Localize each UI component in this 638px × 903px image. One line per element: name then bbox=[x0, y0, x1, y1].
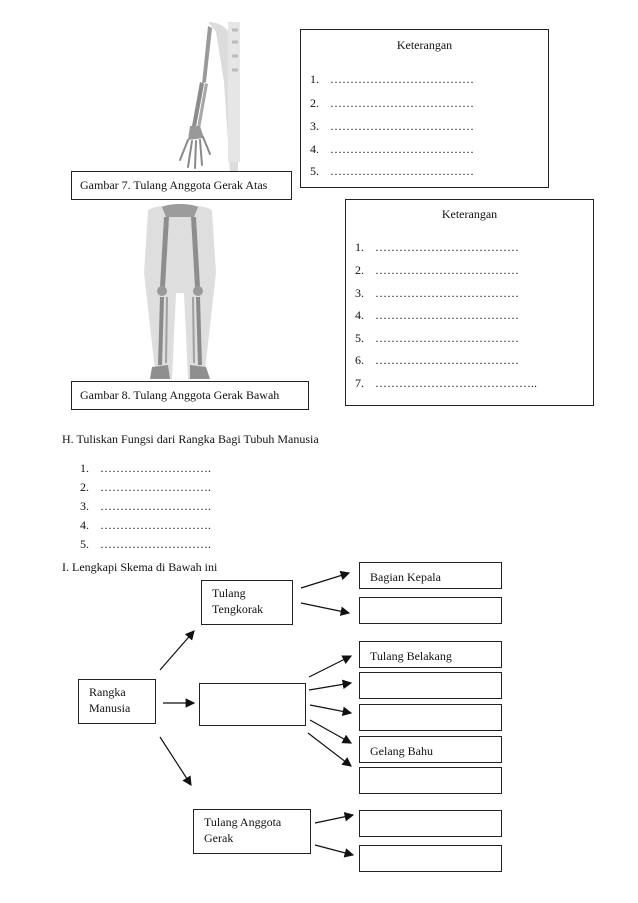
keterangan-item: 6.……………………………… bbox=[355, 353, 519, 367]
node-blank-gerak-2[interactable] bbox=[359, 845, 502, 872]
keterangan-item: 1.……………………………… bbox=[310, 72, 474, 86]
figure8-keterangan-box: Keterangan 1.……………………………… 2.………………………………… bbox=[345, 199, 594, 406]
keterangan-item: 4.……………………………… bbox=[310, 142, 474, 156]
node-rangka-manusia: Rangka Manusia bbox=[78, 679, 156, 724]
node-tulang-anggota-gerak: Tulang Anggota Gerak bbox=[193, 809, 311, 854]
answer-blank[interactable]: ………………………. bbox=[100, 499, 211, 513]
answer-blank[interactable]: ……………………………… bbox=[375, 353, 519, 367]
leg-bones-illustration bbox=[144, 204, 216, 379]
answer-blank[interactable]: ……………………………… bbox=[330, 142, 474, 156]
node-blank-middle[interactable] bbox=[199, 683, 306, 726]
section-i-heading: I. Lengkapi Skema di Bawah ini bbox=[62, 560, 218, 574]
keterangan-item: 2.……………………………… bbox=[310, 96, 474, 110]
answer-blank[interactable]: ………………………. bbox=[100, 461, 211, 475]
fungsi-item: 2.………………………. bbox=[80, 480, 211, 494]
arm-bones-illustration bbox=[179, 22, 240, 172]
keterangan-item: 3.……………………………… bbox=[310, 119, 474, 133]
node-blank-badan-3[interactable] bbox=[359, 767, 502, 794]
fungsi-item: 3.………………………. bbox=[80, 499, 211, 513]
answer-blank[interactable]: ……………………………… bbox=[330, 72, 474, 86]
answer-blank[interactable]: ………………………. bbox=[100, 537, 211, 551]
answer-blank[interactable]: ………………………. bbox=[100, 518, 211, 532]
node-blank-gerak-1[interactable] bbox=[359, 810, 502, 837]
node-blank-kepala-2[interactable] bbox=[359, 597, 502, 624]
answer-blank[interactable]: ……………………………… bbox=[330, 119, 474, 133]
answer-blank[interactable]: ………………………. bbox=[100, 480, 211, 494]
answer-blank[interactable]: ……………………………… bbox=[330, 164, 474, 178]
node-bagian-kepala: Bagian Kepala bbox=[359, 562, 502, 589]
keterangan-item: 2.……………………………… bbox=[355, 263, 519, 277]
node-gelang-bahu: Gelang Bahu bbox=[359, 736, 502, 763]
keterangan-item: 3.……………………………… bbox=[355, 286, 519, 300]
node-tulang-belakang: Tulang Belakang bbox=[359, 641, 502, 668]
keterangan-item: 5.……………………………… bbox=[355, 331, 519, 345]
figure7-keterangan-box: Keterangan 1.……………………………… 2.………………………………… bbox=[300, 29, 549, 188]
answer-blank[interactable]: ……………………………… bbox=[375, 240, 519, 254]
figure7-caption: Gambar 7. Tulang Anggota Gerak Atas bbox=[71, 171, 292, 200]
node-blank-badan-2[interactable] bbox=[359, 704, 502, 731]
answer-blank[interactable]: ……………………………… bbox=[375, 286, 519, 300]
node-tulang-tengkorak: Tulang Tengkorak bbox=[201, 580, 293, 625]
answer-blank[interactable]: ……………………………… bbox=[375, 308, 519, 322]
fungsi-item: 1.………………………. bbox=[80, 461, 211, 475]
answer-blank[interactable]: ……………………………… bbox=[375, 263, 519, 277]
keterangan-item: 1.……………………………… bbox=[355, 240, 519, 254]
fungsi-item: 5.………………………. bbox=[80, 537, 211, 551]
keterangan-title: Keterangan bbox=[441, 207, 498, 221]
keterangan-item: 7.………………………………….. bbox=[355, 376, 537, 390]
keterangan-item: 4.……………………………… bbox=[355, 308, 519, 322]
figure8-caption: Gambar 8. Tulang Anggota Gerak Bawah bbox=[71, 381, 309, 410]
keterangan-item: 5.……………………………… bbox=[310, 164, 474, 178]
answer-blank[interactable]: ……………………………… bbox=[375, 331, 519, 345]
answer-blank[interactable]: ………………………………….. bbox=[375, 376, 537, 390]
answer-blank[interactable]: ……………………………… bbox=[330, 96, 474, 110]
keterangan-title: Keterangan bbox=[396, 38, 453, 52]
node-blank-badan-1[interactable] bbox=[359, 672, 502, 699]
section-h-heading: H. Tuliskan Fungsi dari Rangka Bagi Tubu… bbox=[62, 432, 319, 446]
fungsi-item: 4.………………………. bbox=[80, 518, 211, 532]
